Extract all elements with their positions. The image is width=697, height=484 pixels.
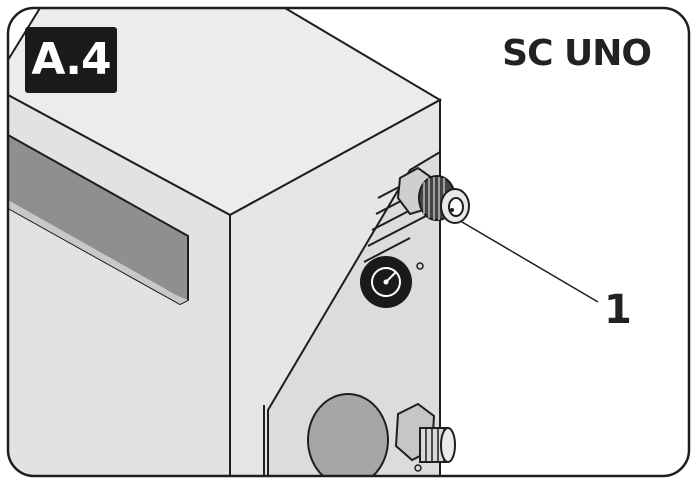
outlet-fitting: [394, 402, 456, 463]
outer-border: [6, 6, 691, 478]
pressure-gauge-icon: [360, 256, 412, 308]
connection-panel: [267, 150, 441, 476]
callout-number: 1: [604, 287, 632, 333]
quick-coupling-connector: [396, 166, 470, 224]
model-label: SC UNO: [502, 33, 652, 74]
figure-badge: A.4: [25, 27, 117, 93]
callout-leader-line: [461, 221, 599, 303]
round-port: [307, 393, 389, 476]
